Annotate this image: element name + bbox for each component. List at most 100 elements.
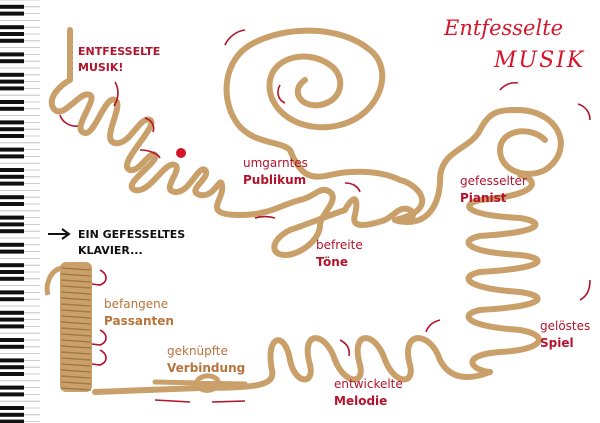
coil-winding bbox=[60, 369, 92, 373]
piano-black-key bbox=[0, 270, 24, 274]
coil-winding bbox=[60, 357, 92, 361]
piano-black-key bbox=[0, 338, 24, 342]
piano-black-key bbox=[0, 168, 24, 172]
piano-black-key bbox=[0, 222, 24, 227]
piano-black-key bbox=[0, 106, 24, 111]
arrow-icon bbox=[339, 339, 351, 357]
piano-black-key bbox=[0, 372, 24, 376]
coil-winding bbox=[60, 351, 92, 355]
piano-black-key bbox=[0, 72, 24, 77]
arrow-icon bbox=[224, 29, 246, 46]
piano-black-key bbox=[0, 52, 24, 57]
piano-black-key bbox=[0, 11, 24, 16]
arrow-icon bbox=[425, 319, 441, 333]
piano-black-key bbox=[0, 276, 24, 281]
coil-winding bbox=[60, 327, 92, 331]
piano-black-key bbox=[0, 229, 24, 234]
coil-winding bbox=[60, 375, 92, 379]
coil-winding bbox=[60, 273, 92, 277]
piano-black-key bbox=[0, 392, 24, 397]
piano-black-key bbox=[0, 195, 24, 200]
arrow-icon bbox=[91, 269, 107, 286]
piano-black-key bbox=[0, 297, 24, 302]
coil-winding bbox=[60, 297, 92, 301]
knot bbox=[152, 373, 248, 393]
coil-winding bbox=[60, 321, 92, 325]
piano-black-key bbox=[0, 59, 24, 64]
coil-winding bbox=[60, 339, 92, 343]
arrow-right-icon bbox=[48, 228, 71, 240]
piano-black-key bbox=[0, 202, 24, 206]
motion-arrows bbox=[59, 29, 591, 403]
coil-winding bbox=[60, 285, 92, 289]
arrow-icon bbox=[91, 349, 107, 366]
coil-winding bbox=[60, 309, 92, 313]
logo: Entfesselte MUSIK bbox=[444, 16, 586, 73]
rope-spiel bbox=[465, 172, 542, 375]
piano-black-key bbox=[0, 100, 24, 104]
coil-winding bbox=[60, 333, 92, 337]
piano-black-key bbox=[0, 4, 24, 9]
rope-melodie bbox=[92, 335, 493, 395]
piano-black-key bbox=[0, 419, 24, 423]
piano-keys bbox=[0, 0, 40, 423]
piano-black-key bbox=[0, 134, 24, 138]
intro-text: EIN GEFESSELTES KLAVIER... bbox=[78, 228, 186, 257]
piano-black-key bbox=[0, 412, 24, 417]
piano-black-key bbox=[0, 344, 24, 349]
rope bbox=[48, 27, 564, 395]
piano-black-key bbox=[0, 249, 24, 254]
coil-column bbox=[44, 262, 92, 392]
arrow-icon bbox=[211, 400, 246, 403]
coil-winding bbox=[60, 279, 92, 283]
piano-black-key bbox=[0, 365, 24, 370]
piano-black-key bbox=[0, 154, 24, 159]
piano-black-key bbox=[0, 38, 24, 43]
coil-winding bbox=[60, 387, 92, 391]
rope-musik bbox=[48, 27, 417, 258]
rope-coil bbox=[223, 27, 425, 223]
arrow-icon bbox=[499, 81, 519, 91]
piano-black-key bbox=[0, 86, 24, 91]
piano-black-key bbox=[0, 120, 24, 125]
piano-black-key bbox=[0, 242, 24, 247]
arrow-icon bbox=[59, 114, 79, 127]
piano-black-key bbox=[0, 147, 24, 152]
arrow-icon bbox=[277, 84, 286, 104]
piano-black-key bbox=[0, 25, 24, 30]
arrow-icon bbox=[579, 279, 591, 301]
coil-winding bbox=[60, 267, 92, 271]
piano-black-key bbox=[0, 324, 24, 329]
rope-link bbox=[392, 107, 564, 225]
coil-winding bbox=[60, 303, 92, 307]
arrow-icon bbox=[344, 182, 361, 193]
piano-black-key bbox=[0, 32, 24, 36]
arrow-icon bbox=[139, 149, 161, 159]
arrow-icon bbox=[254, 215, 276, 219]
piano-black-key bbox=[0, 127, 24, 132]
piano-black-key bbox=[0, 358, 24, 363]
arrow-icon bbox=[577, 103, 591, 121]
arrow-icon bbox=[113, 81, 119, 107]
coil-winding bbox=[60, 291, 92, 295]
piano-black-key bbox=[0, 79, 24, 84]
arrow-icon bbox=[144, 117, 155, 133]
arrow-icon bbox=[91, 329, 107, 346]
piano-black-key bbox=[0, 263, 24, 268]
piano-black-key bbox=[0, 290, 24, 295]
piano-black-key bbox=[0, 174, 24, 179]
piano-black-key bbox=[0, 181, 24, 186]
piano-black-key bbox=[0, 385, 24, 390]
coil-winding bbox=[60, 315, 92, 319]
headline: ENTFESSELTE MUSIK! bbox=[78, 45, 161, 74]
piano-black-key bbox=[0, 215, 24, 220]
coil-winding bbox=[60, 381, 92, 385]
